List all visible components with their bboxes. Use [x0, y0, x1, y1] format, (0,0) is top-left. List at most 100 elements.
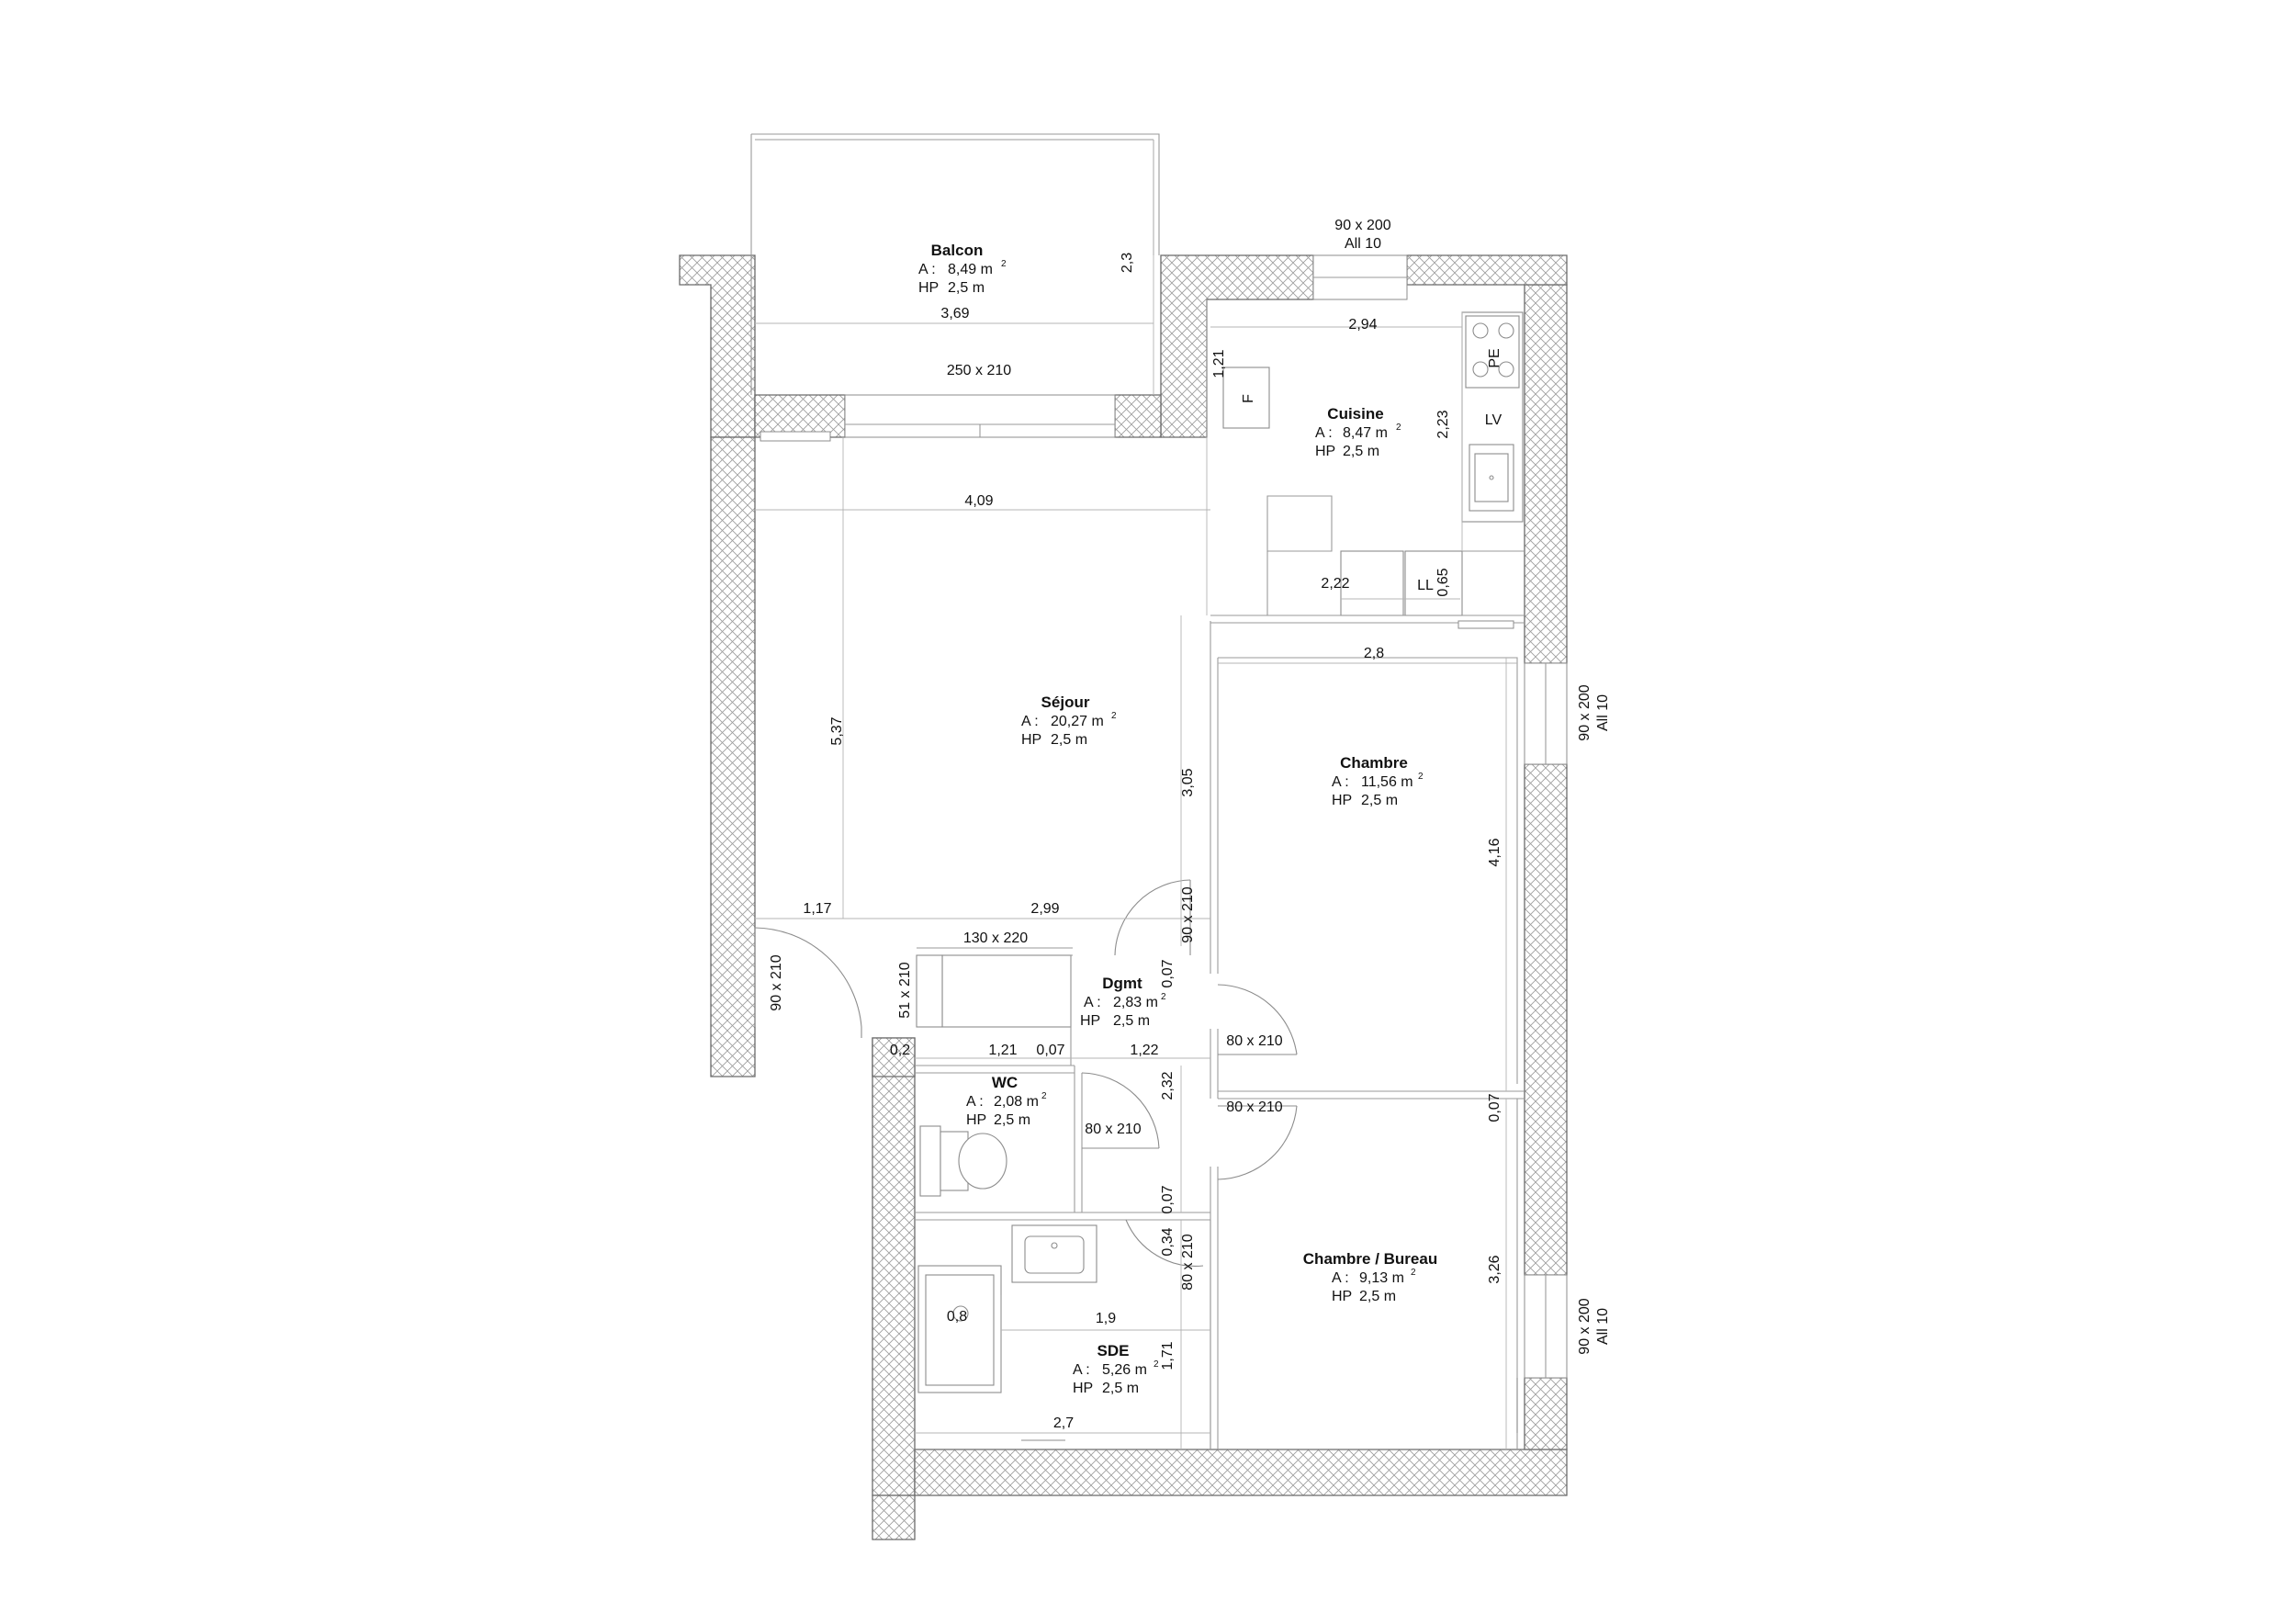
dim-passage-depth: 3,05: [1180, 768, 1196, 796]
height-label: HP: [966, 1112, 986, 1128]
sde-door-size: 80 x 210: [1180, 1234, 1196, 1290]
window-bureau-allege: All 10: [1595, 1308, 1611, 1345]
area-value: 2,08 m: [994, 1094, 1039, 1110]
fixtures: PE LV F LL: [917, 315, 1520, 1393]
dim-storage-depth: 0,65: [1435, 568, 1451, 596]
height-value: 2,5 m: [1359, 1289, 1396, 1304]
bay-door-size: 250 x 210: [947, 363, 1011, 378]
height-label: HP: [1021, 732, 1041, 748]
area-label: A :: [1332, 774, 1349, 790]
exterior-walls: [679, 254, 1568, 1540]
wall-top-right: [1406, 254, 1568, 286]
dim-sde-width: 1,9: [1096, 1311, 1116, 1326]
room-name: Balcon: [931, 242, 984, 259]
dim-sde-alcove: 0,34: [1160, 1227, 1176, 1256]
wall-bottom-stub: [872, 1494, 916, 1540]
dim-wc-width: 1,21: [988, 1043, 1017, 1058]
dim-sde-depth: 1,71: [1160, 1341, 1176, 1370]
wall-right-upper: [1524, 284, 1568, 664]
room-label-sejour: Séjour A : 20,27 m 2 HP 2,5 m: [1021, 694, 1117, 748]
room-label-sde: SDE A : 5,26 m 2 HP 2,5 m: [1073, 1342, 1159, 1396]
fridge-icon: [1222, 367, 1270, 429]
area-value: 2,83 m: [1113, 995, 1158, 1010]
height-label: HP: [1073, 1381, 1093, 1396]
entry-door: [754, 927, 862, 1028]
doors: [754, 879, 1518, 1441]
room-label-wc: WC A : 2,08 m 2 HP 2,5 m: [966, 1074, 1047, 1128]
height-value: 2,5 m: [1343, 444, 1379, 459]
room-name: Chambre / Bureau: [1303, 1250, 1437, 1268]
dim-bedroom-wall: 0,07: [1487, 1093, 1503, 1122]
dim-shower-width: 0,8: [947, 1309, 967, 1325]
area-label: A :: [1332, 1270, 1349, 1286]
area-label: A :: [1084, 995, 1101, 1010]
height-label: HP: [1080, 1013, 1100, 1029]
height-value: 2,5 m: [948, 280, 985, 296]
room-label-cuisine: Cuisine A : 8,47 m 2 HP 2,5 m: [1315, 405, 1401, 459]
area-label: A :: [1315, 425, 1333, 441]
chambre-door-size: 80 x 210: [1226, 1033, 1282, 1049]
dim-balcon-depth: 2,3: [1120, 253, 1135, 273]
dim-sejour-depth: 5,37: [829, 716, 845, 745]
wall-left: [710, 436, 756, 1077]
opening-labels: 90 x 200 All 10 90 x 200 All 10 90 x 200…: [769, 218, 1611, 1355]
area-unit: 2: [1161, 992, 1166, 1002]
height-value: 2,5 m: [1051, 732, 1087, 748]
dim-sejour-lower-width: 2,99: [1030, 901, 1059, 917]
laundry-cupboard: [1404, 550, 1463, 616]
dim-bureau-depth: 3,26: [1487, 1255, 1503, 1283]
height-label: HP: [1332, 1289, 1352, 1304]
wall-balcony-right: [1114, 394, 1162, 438]
height-label: HP: [1315, 444, 1335, 459]
hob-label: PE: [1487, 348, 1503, 367]
room-name: Cuisine: [1327, 405, 1383, 423]
fridge-label: F: [1241, 394, 1256, 403]
partitions: [915, 299, 1525, 1449]
area-unit: 2: [1418, 772, 1424, 782]
wall-step: [872, 1037, 916, 1077]
dimension-lines: [755, 140, 1517, 1449]
dim-sejour-width: 4,09: [964, 493, 993, 509]
window-kitchen-size: 90 x 200: [1334, 218, 1390, 233]
dim-dgmt-wall: 0,07: [1160, 959, 1176, 987]
dim-balcon-width: 3,69: [940, 306, 969, 321]
dim-chambre-depth: 4,16: [1487, 838, 1503, 866]
area-unit: 2: [1041, 1091, 1047, 1101]
wc-door: [1081, 1072, 1160, 1149]
area-value: 11,56 m: [1361, 774, 1413, 790]
wall-bottom: [914, 1449, 1568, 1496]
height-value: 2,5 m: [1361, 793, 1398, 808]
wall-right-lower: [1524, 1377, 1568, 1450]
area-value: 5,26 m: [1102, 1362, 1147, 1378]
dgmt-door: [1114, 879, 1191, 956]
balcony: [750, 133, 1160, 442]
wall-right-mid: [1524, 763, 1568, 1276]
area-label: A :: [966, 1094, 984, 1110]
dim-dgmt-depth: 2,32: [1160, 1071, 1176, 1100]
room-label-dgmt: Dgmt A : 2,83 m 2 HP 2,5 m: [1080, 975, 1166, 1029]
height-value: 2,5 m: [1113, 1013, 1150, 1029]
room-name: WC: [992, 1074, 1018, 1091]
room-name: Dgmt: [1102, 975, 1142, 992]
bureau-door-size: 80 x 210: [1226, 1100, 1282, 1115]
height-value: 2,5 m: [994, 1112, 1030, 1128]
dim-kitchen-depth: 2,23: [1435, 410, 1451, 438]
dim-kitchen-width: 2,94: [1348, 317, 1377, 333]
chambre-door-v-size: 90 x 210: [1180, 886, 1196, 942]
bureau-door: [1217, 1105, 1298, 1180]
dim-sde-total-width: 2,7: [1053, 1415, 1074, 1431]
dishwasher-label: LV: [1485, 412, 1503, 428]
dim-wall-left: 0,2: [890, 1043, 910, 1058]
dimension-labels: 3,69 2,3 2,94 1,21 2,23 4,09 2,22 0,65 2…: [803, 253, 1503, 1431]
room-label-chambre: Chambre A : 11,56 m 2 HP 2,5 m: [1332, 754, 1424, 808]
area-value: 20,27 m: [1051, 714, 1104, 729]
dgmt-cupboard-size: 51 x 210: [897, 962, 913, 1018]
area-unit: 2: [1154, 1359, 1159, 1370]
entry-door-size: 90 x 210: [769, 954, 784, 1010]
chambre-door: [1217, 984, 1298, 1055]
dim-sde-wall: 0,07: [1160, 1185, 1176, 1213]
dgmt-cupboard: [941, 954, 1072, 1028]
height-value: 2,5 m: [1102, 1381, 1139, 1396]
washing-machine-label: LL: [1417, 578, 1434, 593]
